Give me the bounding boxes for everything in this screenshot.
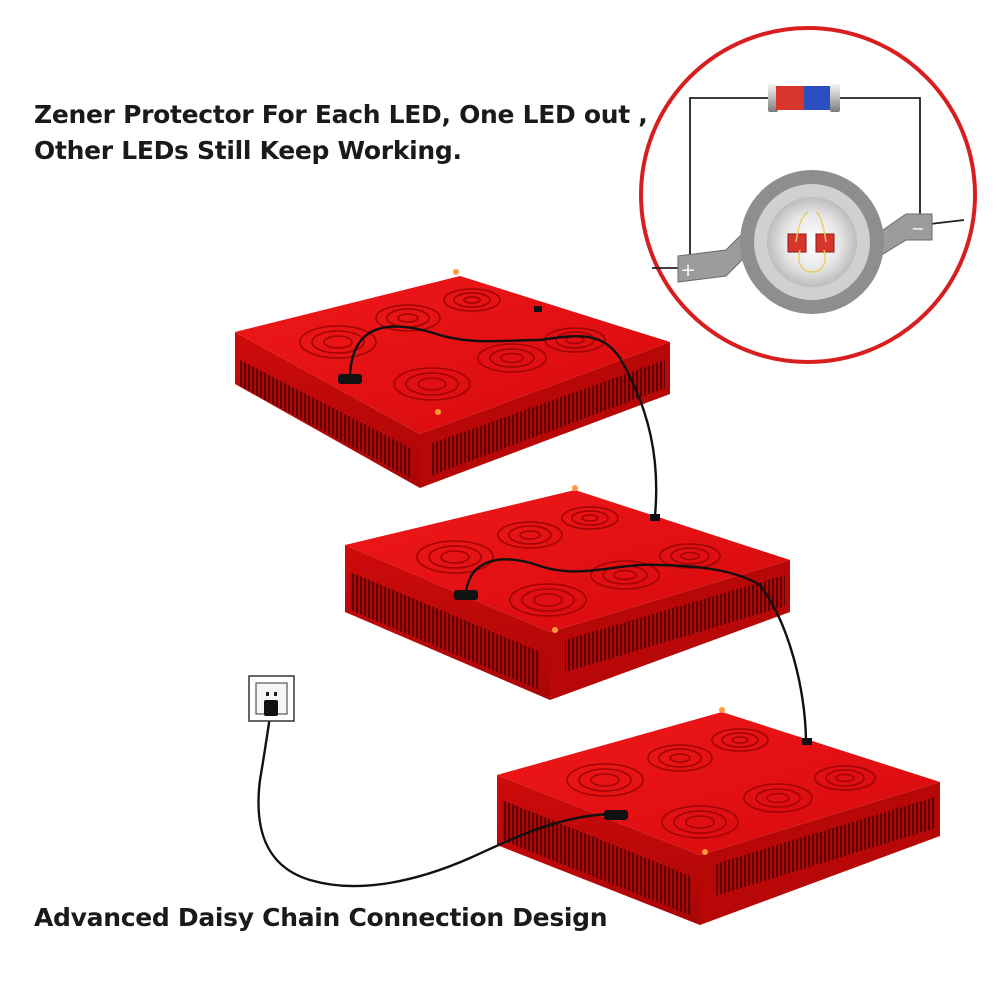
panel-3-port-out bbox=[802, 738, 812, 745]
led-emitter: + − bbox=[677, 170, 933, 314]
fan-icon bbox=[743, 783, 813, 813]
panel-1-indicator-led bbox=[453, 269, 459, 275]
panel-2-indicator-led bbox=[572, 485, 578, 491]
panel-3-grille-left bbox=[502, 800, 690, 915]
panel-3-fans bbox=[566, 728, 876, 839]
fan-icon bbox=[659, 543, 721, 569]
wire-right bbox=[840, 97, 921, 222]
caption: Advanced Daisy Chain Connection Design bbox=[34, 903, 608, 932]
zener-body-cap-right bbox=[830, 84, 840, 112]
panel-2-grille-right bbox=[565, 575, 785, 672]
fan-icon bbox=[477, 343, 547, 373]
fan-icon bbox=[416, 540, 494, 574]
wire-left bbox=[689, 97, 770, 256]
zener-body-blue bbox=[804, 86, 832, 110]
fan-icon bbox=[443, 288, 501, 312]
fan-icon bbox=[393, 367, 471, 401]
panel-1-grille-left bbox=[240, 360, 410, 478]
circuit-wires bbox=[652, 97, 965, 269]
panel-1-top bbox=[235, 276, 670, 434]
zener-circuit-inset: + − bbox=[639, 26, 977, 364]
headline-line-2: Other LEDs Still Keep Working. bbox=[34, 136, 462, 165]
zener-body-cap-left bbox=[768, 84, 778, 112]
outlet-slot bbox=[274, 692, 277, 696]
fan-icon bbox=[661, 805, 739, 839]
panel-3-top bbox=[497, 712, 940, 855]
cable-panel-2-to-panel-3 bbox=[758, 583, 808, 742]
fan-icon bbox=[566, 763, 644, 797]
plus-symbol: + bbox=[680, 260, 695, 281]
wall-outlet bbox=[248, 675, 295, 722]
grow-light-panel-1 bbox=[235, 269, 670, 488]
minus-symbol: − bbox=[911, 219, 924, 238]
grow-light-panel-2 bbox=[345, 485, 790, 700]
led-lens bbox=[767, 197, 857, 287]
panel-1-grille-right bbox=[430, 360, 665, 476]
cable-panel-1-to-panel-2 bbox=[618, 356, 658, 518]
wire-right-out bbox=[929, 219, 965, 225]
fan-icon bbox=[647, 744, 713, 772]
panel-2-port-out bbox=[650, 514, 660, 521]
panel-3-indicator-led bbox=[719, 707, 725, 713]
fan-icon bbox=[711, 728, 769, 752]
panel-1-indicator-led bbox=[435, 409, 441, 415]
panel-1-port-out bbox=[534, 306, 542, 312]
panel-2-indicator-led bbox=[552, 627, 558, 633]
grow-light-panel-3 bbox=[497, 707, 940, 925]
panel-3-indicator-led bbox=[702, 849, 708, 855]
fan-icon bbox=[561, 506, 619, 530]
panel-2-port-in bbox=[454, 590, 478, 600]
power-cord bbox=[257, 714, 618, 888]
zener-body-red bbox=[776, 86, 804, 110]
headline-line-1: Zener Protector For Each LED, One LED ou… bbox=[34, 100, 648, 129]
panel-3-grille-right bbox=[715, 797, 935, 896]
headline: Zener Protector For Each LED, One LED ou… bbox=[34, 97, 648, 169]
daisy-chain-cables bbox=[257, 325, 808, 888]
fan-icon bbox=[814, 765, 876, 791]
cable-panel-1-internal bbox=[348, 325, 622, 378]
led-bond-wires bbox=[795, 211, 827, 273]
fan-icon bbox=[497, 521, 563, 549]
panel-2-top bbox=[345, 490, 790, 632]
panel-1-port-in bbox=[338, 374, 362, 384]
zener-diode bbox=[768, 84, 840, 112]
fan-icon bbox=[509, 583, 587, 617]
cable-panel-2-internal bbox=[464, 558, 762, 594]
plug-head bbox=[264, 700, 278, 716]
panel-2-grille-left bbox=[350, 572, 540, 690]
fan-icon bbox=[299, 325, 377, 359]
outlet-slot bbox=[266, 692, 269, 696]
